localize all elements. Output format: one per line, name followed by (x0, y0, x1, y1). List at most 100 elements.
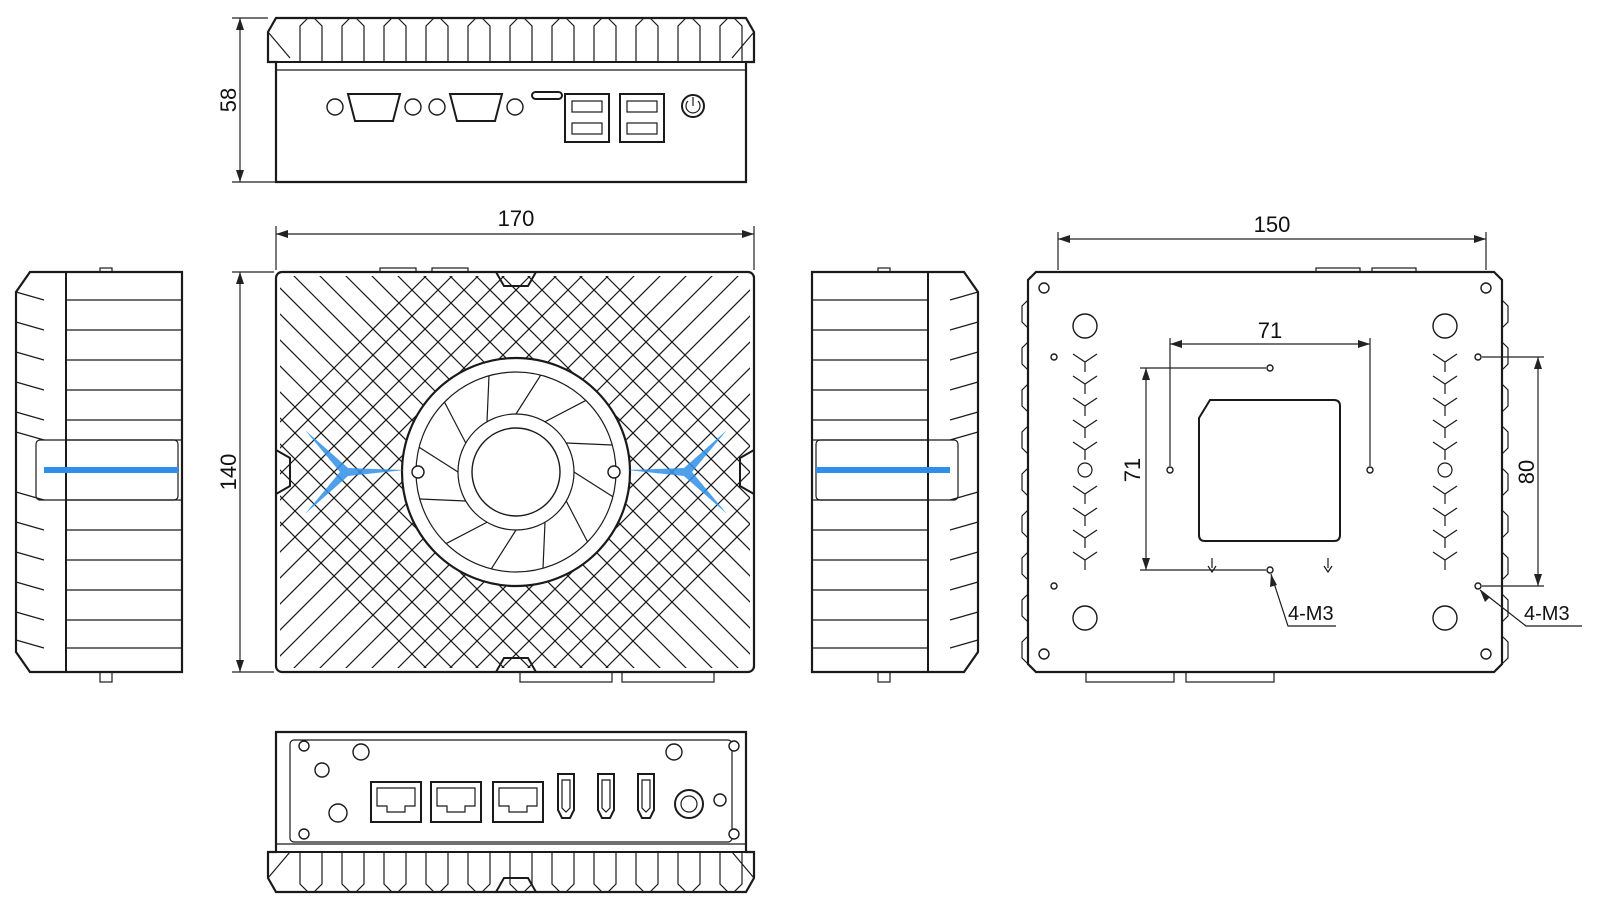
db9-serial-port (326, 93, 422, 122)
fin-ridge (719, 852, 743, 893)
vent-chevron (1432, 529, 1458, 548)
vent-chevron (1432, 551, 1458, 570)
fin-ridge (949, 581, 979, 591)
fin-ridge (15, 411, 45, 421)
fan-ring (457, 413, 575, 531)
edge-bump (1021, 383, 1029, 413)
fin-ridge (15, 431, 45, 441)
fin-ridge (425, 852, 449, 893)
left-side-fins (15, 291, 182, 649)
rib (527, 445, 750, 668)
usb-port (619, 93, 665, 143)
fan-slot (490, 529, 517, 570)
top-width-label: 170 (498, 206, 535, 231)
bracket-hole (1474, 353, 1482, 361)
vent-chevron (1072, 375, 1098, 394)
fin-ridge (15, 381, 45, 391)
fin-ridge (15, 581, 45, 591)
fin-ridge (593, 852, 617, 893)
db9-serial-port (428, 93, 524, 122)
vent-chevron (1072, 353, 1098, 372)
front-view: 58 (216, 16, 756, 184)
fan-slot (418, 446, 459, 473)
vent-chevron (1072, 441, 1098, 460)
edge-bump (1021, 551, 1029, 581)
accent-light-left (305, 430, 405, 514)
vent-chevrons-left (1072, 353, 1098, 570)
hdmi-port (637, 773, 655, 819)
rj45-port (370, 781, 422, 823)
fin-ridge (15, 639, 45, 649)
fin-ridge (383, 17, 407, 62)
top-depth-label: 140 (216, 454, 241, 491)
fin-ridge (15, 611, 45, 621)
vent-chevron (1072, 551, 1098, 570)
vesa-horizontal-label: 71 (1258, 318, 1282, 343)
fin-ridge (15, 291, 45, 301)
bottom-width-dimension: 150 (1057, 212, 1487, 270)
bracket-screw-label: 4-M3 (1524, 603, 1570, 625)
bracket-spacing-dimension: 80 (1482, 356, 1544, 587)
vent-chevron (1072, 485, 1098, 504)
fin-ridge (731, 851, 755, 879)
vent-chevron (1432, 375, 1458, 394)
fan-slot (566, 442, 613, 446)
fin-ridge (731, 31, 755, 59)
fin-ridge (15, 521, 45, 531)
fin-ridge (299, 17, 323, 62)
usb-port (564, 93, 610, 143)
vent-chevrons-right (1432, 353, 1458, 570)
fin-ridge (949, 381, 979, 391)
vent-chevron (1432, 397, 1458, 416)
edge-bump (1501, 299, 1509, 329)
edge-bump (1501, 425, 1509, 455)
top-view: 170 140 (216, 206, 756, 683)
vent-chevron (1072, 397, 1098, 416)
bracket-spacing-label: 80 (1514, 460, 1539, 484)
dc-jack (674, 789, 704, 819)
vent-chevron (1072, 419, 1098, 438)
edge-bump (1021, 299, 1029, 329)
fin-ridge (551, 17, 575, 62)
fin-ridge (949, 411, 979, 421)
fin-ridge (15, 551, 45, 561)
fin-ridge (593, 17, 617, 62)
fin-ridge (15, 491, 45, 501)
bottom-edge-bumps (1021, 299, 1509, 665)
right-side-fins (812, 291, 979, 649)
fin-ridge (299, 852, 323, 893)
left-side-view (14, 267, 184, 683)
fin-ridge (949, 551, 979, 561)
edge-bump (1501, 509, 1509, 539)
bottom-width-label: 150 (1254, 212, 1291, 237)
fin-ridge (267, 851, 291, 879)
edge-bump (1501, 383, 1509, 413)
bracket-hole (1474, 582, 1482, 590)
fin-ridge (551, 852, 575, 893)
vent-chevron (1072, 507, 1098, 526)
label-plate (1198, 399, 1341, 542)
fin-ridge (425, 17, 449, 62)
front-height-label: 58 (216, 88, 241, 112)
fin-ridge (949, 321, 979, 331)
fan-slot (544, 399, 587, 423)
edge-bump (1021, 467, 1029, 497)
vent-chevron (1432, 419, 1458, 438)
rib (280, 276, 479, 475)
fan-slot (542, 522, 546, 569)
vent-chevron (1432, 353, 1458, 372)
vent-chevron (1072, 529, 1098, 548)
rj45-port (492, 781, 544, 823)
vesa-screw-label: 4-M3 (1288, 603, 1334, 625)
vesa-screw-note: 4-M3 (1270, 573, 1336, 627)
power-button-icon (681, 94, 705, 118)
vent-chevron (1437, 462, 1453, 478)
fin-ridge (467, 852, 491, 893)
top-depth-dimension: 140 (216, 271, 274, 673)
edge-bump (1021, 509, 1029, 539)
rib (501, 419, 750, 668)
fin-ridge (467, 17, 491, 62)
edge-bump (1501, 551, 1509, 581)
front-fins (267, 17, 755, 62)
